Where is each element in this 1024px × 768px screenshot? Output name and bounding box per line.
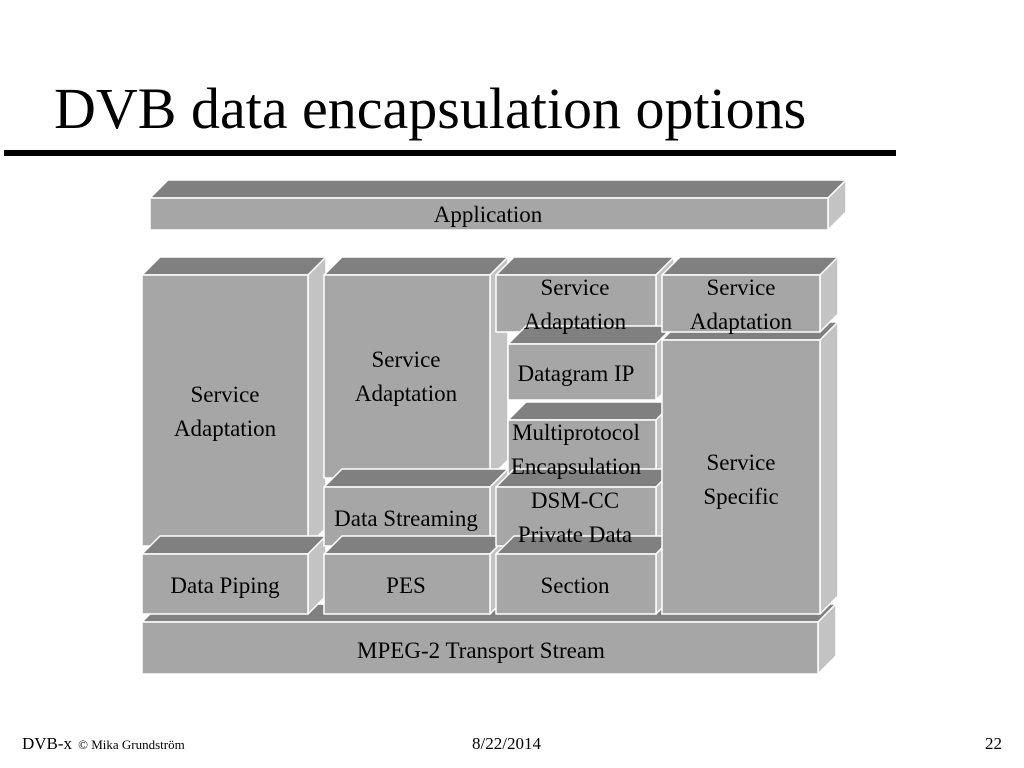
label-datagram-ip: Datagram IP bbox=[518, 361, 635, 386]
label-service-specific-line-2: Specific bbox=[703, 484, 778, 509]
label-dsm-cc-private-data-line-2: Private Data bbox=[518, 522, 632, 547]
block-front-face bbox=[141, 553, 309, 615]
block-top-face bbox=[323, 256, 509, 276]
block-side-face bbox=[819, 321, 839, 615]
block-top-face bbox=[323, 468, 509, 488]
title-underline bbox=[4, 150, 896, 156]
label-service-specific-line-1: Service bbox=[707, 450, 776, 475]
footer-course-label: DVB-x bbox=[22, 734, 73, 753]
slide-title: DVB data encapsulation options bbox=[54, 76, 807, 141]
block-top-face bbox=[495, 256, 675, 276]
block-top-face bbox=[141, 256, 327, 276]
block-service-adaptation-piping bbox=[141, 256, 327, 547]
block-top-face bbox=[661, 256, 839, 276]
block-front-face bbox=[495, 553, 657, 615]
label-data-piping: Data Piping bbox=[170, 573, 280, 598]
block-service-adaptation-streaming bbox=[323, 256, 509, 479]
label-multiprotocol-encapsulation-line-1: Multiprotocol bbox=[512, 420, 640, 445]
label-application: Application bbox=[434, 202, 543, 227]
block-application bbox=[149, 179, 847, 231]
block-top-face bbox=[141, 535, 327, 555]
block-front-face bbox=[661, 274, 821, 333]
label-mpeg2-transport-stream: MPEG-2 Transport Stream bbox=[357, 638, 605, 663]
label-service-adaptation-piping-line-2: Adaptation bbox=[174, 416, 277, 441]
footer-page-number: 22 bbox=[985, 734, 1002, 753]
label-service-adaptation-ip-line-2: Adaptation bbox=[524, 309, 627, 334]
label-service-adaptation-ip-line-1: Service bbox=[541, 275, 610, 300]
block-front-face bbox=[323, 274, 491, 479]
label-section: Section bbox=[541, 573, 610, 598]
diagram-blocks bbox=[141, 179, 847, 675]
label-data-streaming: Data Streaming bbox=[334, 506, 478, 531]
label-service-adaptation-streaming-line-2: Adaptation bbox=[355, 381, 458, 406]
label-service-adaptation-streaming-line-1: Service bbox=[372, 347, 441, 372]
label-service-adaptation-specific-line-1: Service bbox=[707, 275, 776, 300]
block-front-face bbox=[323, 553, 491, 615]
block-front-face bbox=[141, 274, 309, 547]
block-top-face bbox=[507, 401, 675, 421]
block-front-face bbox=[149, 197, 829, 231]
footer-course: DVB-x © Mika Grundström bbox=[22, 734, 185, 755]
label-pes: PES bbox=[386, 573, 426, 598]
block-front-face bbox=[507, 343, 657, 401]
label-service-adaptation-specific-line-2: Adaptation bbox=[690, 309, 793, 334]
label-service-adaptation-piping-line-1: Service bbox=[191, 382, 260, 407]
block-front-face bbox=[141, 621, 819, 675]
block-service-adaptation-specific bbox=[661, 256, 839, 333]
footer-date: 8/22/2014 bbox=[472, 734, 541, 753]
label-dsm-cc-private-data-line-1: DSM-CC bbox=[531, 488, 619, 513]
block-dsm-cc-private-data bbox=[495, 468, 675, 547]
block-top-face bbox=[149, 179, 847, 199]
block-top-face bbox=[323, 535, 509, 555]
block-service-specific bbox=[661, 321, 839, 615]
block-front-face bbox=[661, 339, 821, 615]
footer-copyright: © Mika Grundström bbox=[78, 737, 185, 752]
label-multiprotocol-encapsulation-line-2: Encapsulation bbox=[511, 454, 642, 479]
block-service-adaptation-ip bbox=[495, 256, 675, 333]
